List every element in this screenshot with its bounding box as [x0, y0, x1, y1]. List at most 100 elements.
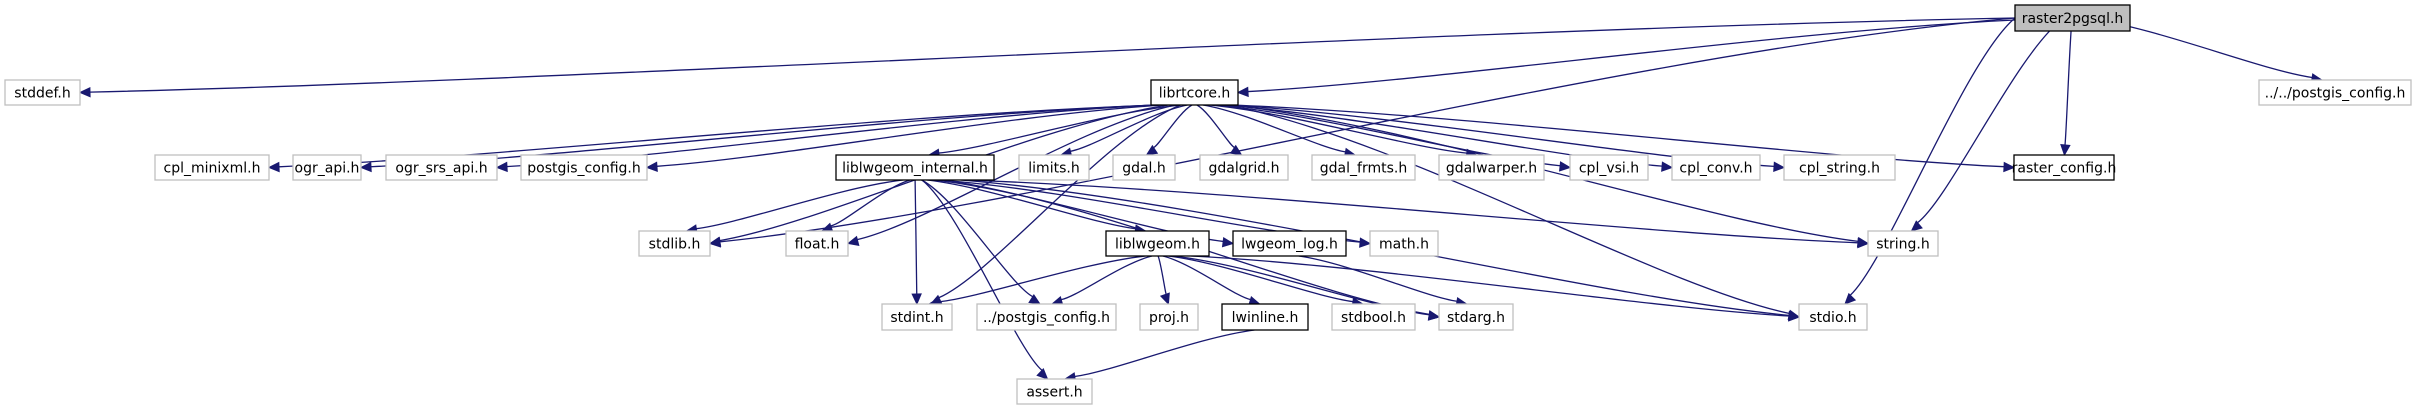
- node-box: [2014, 4, 2131, 32]
- node-label: liblwgeom.h: [1115, 237, 1200, 253]
- node-label: postgis_config.h: [527, 161, 640, 177]
- node-box: [1438, 154, 1545, 181]
- edge-liblwgeom_internal-to-assert: [921, 179, 1043, 372]
- node-box: [1112, 154, 1176, 181]
- arrowhead-librtcore-to-cpl_vsi: [1559, 161, 1572, 172]
- node-label: gdalwarper.h: [1446, 161, 1537, 177]
- node-ogr-srs-api: ogr_srs_api.h: [385, 154, 498, 181]
- arrowhead-librtcore-to-cpl_conv: [1661, 161, 1674, 172]
- node-box: [2258, 79, 2412, 106]
- node-box: [1105, 230, 1210, 257]
- node-postgis-config: postgis_config.h: [520, 154, 648, 181]
- node-gdalwarper: gdalwarper.h: [1438, 154, 1545, 181]
- node-lwinline[interactable]: lwinline.h: [1221, 303, 1309, 331]
- node-dd-postgis-config: ../../postgis_config.h: [2258, 79, 2412, 106]
- node-box: [1139, 303, 1199, 331]
- node-label: raster2pgsql.h: [2022, 11, 2124, 27]
- node-box: [520, 154, 648, 181]
- arrowhead-librtcore-to-cpl_string: [1773, 161, 1786, 173]
- node-raster-config[interactable]: raster_config.h: [2012, 154, 2117, 181]
- node-gdal-frmts: gdal_frmts.h: [1311, 154, 1416, 181]
- edge-liblwgeom-to-proj: [1157, 255, 1167, 295]
- node-stdarg: stdarg.h: [1438, 303, 1514, 331]
- node-box: [1783, 154, 1896, 181]
- node-label: cpl_minixml.h: [164, 161, 261, 177]
- node-lwgeom-log[interactable]: lwgeom_log.h: [1232, 230, 1347, 257]
- arrowhead-librtcore-to-stdlib: [708, 236, 722, 247]
- node-librtcore[interactable]: librtcore.h: [1150, 79, 1239, 106]
- arrowhead-liblwgeom_internal-to-assert: [1036, 367, 1049, 380]
- arrowhead-librtcore-to-float: [846, 235, 860, 247]
- node-label: stdarg.h: [1447, 310, 1505, 326]
- node-math: math.h: [1369, 230, 1439, 257]
- edge-liblwgeom-to-stdbool: [1168, 255, 1354, 303]
- node-label: cpl_vsi.h: [1579, 161, 1639, 177]
- edge-raster2pgsql-to-stdio: [1849, 17, 2016, 296]
- edge-librtcore-to-stdio: [1226, 104, 1790, 315]
- node-box: [4, 79, 81, 106]
- node-label: librtcore.h: [1159, 86, 1231, 102]
- node-box: [292, 154, 362, 181]
- node-label: ../../postgis_config.h: [2265, 86, 2406, 102]
- node-box: [1221, 303, 1309, 331]
- node-box: [638, 230, 711, 257]
- node-stdio: stdio.h: [1798, 303, 1868, 331]
- edge-librtcore-to-gdal_frmts: [1202, 104, 1346, 153]
- arrowhead-raster2pgsql-to-string: [1910, 220, 1923, 232]
- node-label: lwinline.h: [1232, 310, 1299, 326]
- node-box: [1311, 154, 1416, 181]
- node-cpl-vsi: cpl_vsi.h: [1569, 154, 1649, 181]
- node-label: stdlib.h: [649, 237, 701, 253]
- node-d-postgis-config: ../postgis_config.h: [976, 303, 1117, 331]
- node-string: string.h: [1867, 230, 1939, 257]
- node-label: cpl_conv.h: [1679, 161, 1752, 177]
- node-liblwgeom-internal[interactable]: liblwgeom_internal.h: [835, 154, 995, 181]
- node-assert: assert.h: [1016, 378, 1093, 405]
- arrowhead-librtcore-to-ogr_api: [359, 161, 372, 173]
- node-box: [1369, 230, 1439, 257]
- node-float: float.h: [785, 230, 849, 257]
- arrowhead-liblwgeom_internal-to-string: [1857, 237, 1870, 249]
- node-box: [1232, 230, 1347, 257]
- node-box: [385, 154, 498, 181]
- node-box: [881, 303, 953, 331]
- node-cpl-conv: cpl_conv.h: [1671, 154, 1761, 181]
- node-label: liblwgeom_internal.h: [842, 161, 988, 177]
- node-box: [1798, 303, 1868, 331]
- edge-lwinline-to-assert: [1074, 329, 1255, 378]
- node-liblwgeom[interactable]: liblwgeom.h: [1105, 230, 1210, 257]
- edge-librtcore-to-gdalwarper: [1209, 104, 1467, 154]
- node-label: gdal.h: [1122, 161, 1166, 177]
- node-ogr-api: ogr_api.h: [292, 154, 362, 181]
- arrowhead-librtcore-to-gdal: [1145, 144, 1159, 156]
- node-label: stdio.h: [1809, 310, 1856, 326]
- node-box: [154, 154, 270, 181]
- node-box: [976, 303, 1117, 331]
- arrowhead-librtcore-to-raster_config: [2003, 161, 2016, 173]
- node-label: limits.h: [1028, 161, 1079, 177]
- edge-liblwgeom-to-lwinline: [1162, 255, 1251, 301]
- node-label: stdint.h: [890, 310, 943, 326]
- node-label: float.h: [795, 237, 840, 253]
- node-box: [1438, 303, 1514, 331]
- node-raster2pgsql[interactable]: raster2pgsql.h: [2014, 4, 2131, 32]
- node-box: [785, 230, 849, 257]
- node-gdal: gdal.h: [1112, 154, 1176, 181]
- edge-librtcore-to-gdalgrid: [1196, 104, 1236, 149]
- edges-layer: [78, 17, 2324, 383]
- edge-librtcore-to-raster_config: [1231, 104, 2005, 168]
- node-label: ogr_srs_api.h: [395, 161, 487, 177]
- node-label: ogr_api.h: [295, 161, 360, 177]
- node-label: math.h: [1379, 237, 1429, 253]
- node-label: proj.h: [1149, 310, 1189, 326]
- arrowhead-liblwgeom-to-proj: [1159, 292, 1170, 306]
- node-gdalgrid: gdalgrid.h: [1199, 154, 1289, 181]
- node-box: [1016, 378, 1093, 405]
- node-label: stdbool.h: [1341, 310, 1406, 326]
- node-label: stddef.h: [14, 86, 70, 102]
- node-stddef: stddef.h: [4, 79, 81, 106]
- node-label: lwgeom_log.h: [1241, 237, 1338, 253]
- node-box: [1569, 154, 1649, 181]
- arrowhead-raster2pgsql-to-stdio: [1844, 292, 1857, 305]
